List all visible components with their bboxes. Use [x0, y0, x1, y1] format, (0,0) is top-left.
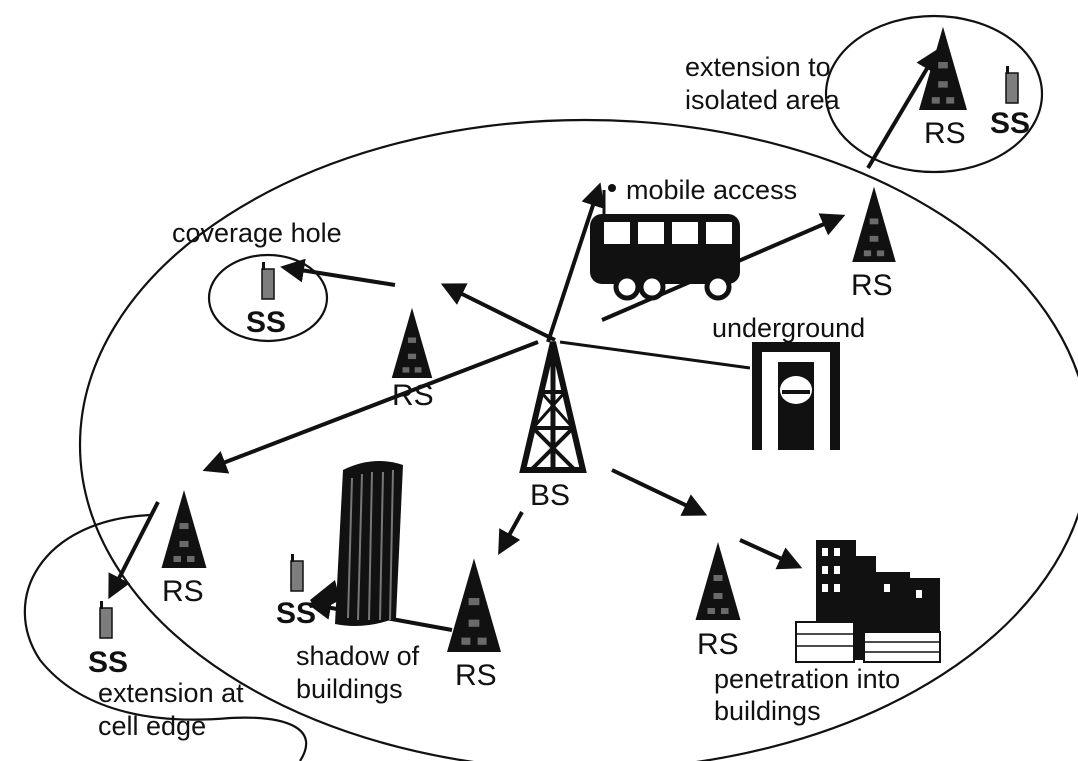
phone-icon [261, 261, 275, 300]
coverage-hole-label: coverage hole [172, 218, 342, 248]
penetration-label-line1: penetration into [714, 664, 900, 694]
arrow-bs-to-rs-left [440, 283, 556, 342]
rs-tower-icon [695, 542, 741, 620]
rs-label: RS [924, 117, 966, 150]
coverage-hole-boundary [207, 253, 329, 343]
isolated-area-boundary [824, 14, 1044, 174]
shadow-label-line2: buildings [296, 674, 403, 704]
ss-label: SS [990, 107, 1030, 140]
mobile-access-label: mobile access [626, 175, 797, 205]
cell-edge-label-line1: extension at [98, 678, 244, 708]
cell-edge-boundary [23, 513, 308, 761]
main-cell-boundary [79, 118, 1078, 761]
cell-edge-label-line2: cell edge [98, 711, 206, 741]
rs-label: RS [455, 659, 497, 692]
arrow-rs-to-isolated [866, 48, 940, 170]
rs-tower-icon [391, 307, 433, 378]
city-buildings-icon [795, 540, 941, 663]
penetration-label-line2: buildings [714, 696, 821, 726]
bs-tower-icon [519, 341, 587, 473]
rs-tower-icon [161, 490, 207, 568]
arrow-bs-to-rs-shadow [498, 511, 524, 555]
rs-tower-icon [447, 558, 501, 652]
arrow-rs-to-cell-edge-ss [108, 501, 160, 600]
ss-label: SS [276, 597, 316, 630]
arrow-rs-to-buildings [739, 538, 803, 570]
arrow-rs-to-coverage-hole [280, 258, 396, 287]
arrow-bs-to-rs-penetration [611, 468, 708, 516]
building-icon [310, 461, 403, 626]
shadow-label-line1: shadow of [296, 641, 420, 671]
rs-label: RS [851, 269, 893, 302]
arrow-bs-to-cell-edge [202, 340, 539, 474]
underground-icon [752, 342, 840, 450]
ss-label: SS [88, 646, 128, 679]
rs-label: RS [697, 628, 739, 661]
phone-icon [99, 600, 113, 639]
bus-icon [590, 184, 740, 301]
phone-icon [1005, 65, 1019, 104]
isolated-area-label-line2: isolated area [685, 85, 841, 115]
rs-label: RS [392, 379, 434, 412]
isolated-area-label-line1: extension to [685, 52, 831, 82]
underground-label: underground [712, 313, 865, 343]
arrow-bs-to-bus [546, 182, 605, 343]
bs-label: BS [530, 479, 570, 512]
rs-label: RS [162, 575, 204, 608]
phone-icon [290, 553, 304, 592]
rs-tower-icon [852, 186, 896, 262]
ss-label: SS [246, 306, 286, 339]
line-bs-to-underground [559, 340, 751, 370]
